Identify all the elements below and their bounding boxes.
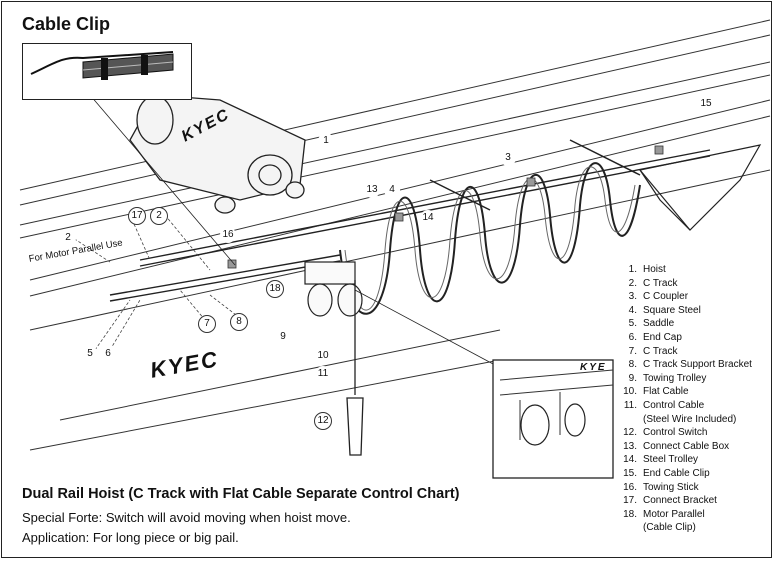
callout-9: 9	[275, 329, 291, 345]
callout-2b: 2	[150, 207, 168, 225]
legend-item: 11.Control Cable(Steel Wire Included)	[623, 399, 737, 425]
legend-item: 17.Connect Bracket	[623, 495, 717, 507]
legend-item: 16.Towing Stick	[623, 481, 699, 493]
legend-item: 6.End Cap	[628, 331, 682, 343]
towing-trolley	[304, 261, 363, 317]
flat-cable-loops	[339, 162, 641, 315]
callout-15: 15	[698, 96, 714, 112]
legend-item: 12.Control Switch	[623, 427, 708, 439]
callout-2: 2	[60, 230, 76, 246]
legend-item: 5.Saddle	[628, 318, 675, 330]
callout-13: 13	[364, 182, 380, 198]
legend-item: 4.Square Steel	[628, 304, 701, 316]
inset-leader	[89, 94, 236, 266]
callout-14: 14	[420, 210, 436, 226]
cable-clip-illustration	[30, 51, 174, 80]
legend-item: 14.Steel Trolley	[623, 454, 699, 466]
callout-11: 11	[315, 366, 331, 382]
legend-item: 10.Flat Cable	[623, 386, 689, 398]
callout-4: 4	[384, 182, 400, 198]
main-title: Dual Rail Hoist (C Track with Flat Cable…	[22, 486, 460, 502]
legend-item: 7.C Track	[628, 345, 678, 357]
parts-legend: 1.Hoist 2.C Track 3.C Coupler 4.Square S…	[622, 263, 772, 535]
legend-item: 1.Hoist	[628, 264, 666, 275]
legend-item: 8.C Track Support Bracket	[628, 359, 752, 371]
callout-8: 8	[230, 313, 248, 331]
end-bracket	[639, 144, 762, 231]
lower-beam	[29, 99, 771, 451]
callout-7: 7	[198, 315, 216, 333]
callout-18: 18	[266, 280, 284, 298]
upper-beam	[19, 19, 771, 239]
callout-6: 6	[100, 346, 116, 362]
detail-inset	[492, 359, 614, 479]
special-forte-text: Special Forte: Switch will avoid moving …	[22, 510, 351, 525]
legend-item: 15.End Cable Clip	[623, 467, 710, 479]
legend-item: 9.Towing Trolley	[628, 372, 707, 384]
towing-sticks	[429, 139, 641, 211]
detail-leader	[354, 289, 496, 366]
brand-logo-detail: KYE	[580, 362, 607, 373]
inset-title: Cable Clip	[22, 14, 111, 34]
callout-3: 3	[500, 150, 516, 166]
callout-1: 1	[318, 133, 334, 149]
callout-16: 16	[220, 227, 236, 243]
callout-5: 5	[82, 346, 98, 362]
callout-17: 17	[128, 207, 146, 225]
cable-clip-inset	[22, 43, 192, 100]
application-text: Application: For long piece or big pail.	[22, 530, 239, 545]
hoist-body	[129, 94, 306, 214]
callout-10: 10	[315, 348, 331, 364]
steel-trolleys	[227, 145, 664, 269]
legend-item: 18.Motor Parallel(Cable Clip)	[623, 508, 705, 534]
legend-item: 2.C Track	[628, 277, 678, 289]
legend-item: 3.C Coupler	[628, 291, 689, 303]
callout-12: 12	[314, 412, 332, 430]
legend-item: 13.Connect Cable Box	[623, 440, 730, 452]
control-switch	[346, 397, 364, 456]
